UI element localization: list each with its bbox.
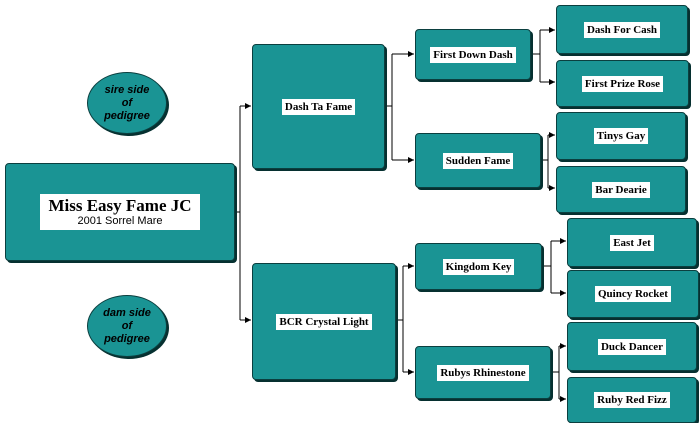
gen3-box-3: Tinys Gay [556,112,686,160]
gen3-name-2: First Prize Rose [581,75,664,92]
sire-side-label-line3: pedigree [104,109,150,122]
gen3-box-1: Dash For Cash [556,5,688,54]
gen3-name-4: Bar Dearie [592,181,650,198]
sire-sire-name: First Down Dash [430,46,516,63]
sire-side-label-line2: of [121,96,133,109]
dam-sire-box: Kingdom Key [415,243,542,290]
connector-sire-dam [540,135,549,188]
gen3-box-6: Quincy Rocket [567,270,699,318]
sire-side-oval: sire side of pedigree [87,72,167,134]
dam-side-oval: dam side of pedigree [87,295,167,357]
dam-box: BCR Crystal Light [252,263,396,380]
sire-sire-box: First Down Dash [415,29,531,80]
connector-dam-sire [541,241,552,293]
dam-name: BCR Crystal Light [276,313,372,330]
root-horse-name: Miss Easy Fame JC [48,196,192,215]
sire-dam-name: Sudden Fame [442,152,514,169]
root-horse-label: Miss Easy Fame JC 2001 Sorrel Mare [40,194,200,230]
dam-side-label-line2: of [121,319,133,332]
sire-side-label-line1: sire side [104,83,150,96]
gen3-box-2: First Prize Rose [556,60,689,107]
connector-sire-sire [530,30,541,82]
gen3-name-8: Ruby Red Fizz [594,392,670,408]
gen3-box-8: Ruby Red Fizz [567,377,697,423]
dam-side-label-line3: pedigree [104,332,150,345]
dam-sire-name: Kingdom Key [442,258,515,275]
gen3-box-7: Duck Dancer [567,322,697,371]
gen3-name-7: Duck Dancer [597,338,667,355]
sire-name: Dash Ta Fame [281,98,356,115]
gen3-name-1: Dash For Cash [583,21,661,38]
connector-sire [384,54,393,160]
connector-dam-dam [550,346,560,399]
gen3-box-5: East Jet [567,218,697,267]
dam-dam-box: Rubys Rhinestone [415,346,551,399]
gen3-box-4: Bar Dearie [556,166,686,213]
connector-dam [395,266,404,372]
root-horse-subtitle: 2001 Sorrel Mare [77,215,163,227]
dam-side-label-line1: dam side [103,306,151,319]
sire-box: Dash Ta Fame [252,44,385,169]
sire-dam-box: Sudden Fame [415,133,541,188]
gen3-name-3: Tinys Gay [593,128,649,144]
root-horse-box: Miss Easy Fame JC 2001 Sorrel Mare [5,163,235,261]
dam-dam-name: Rubys Rhinestone [437,364,529,381]
gen3-name-5: East Jet [610,234,654,251]
gen3-name-6: Quincy Rocket [595,286,671,302]
